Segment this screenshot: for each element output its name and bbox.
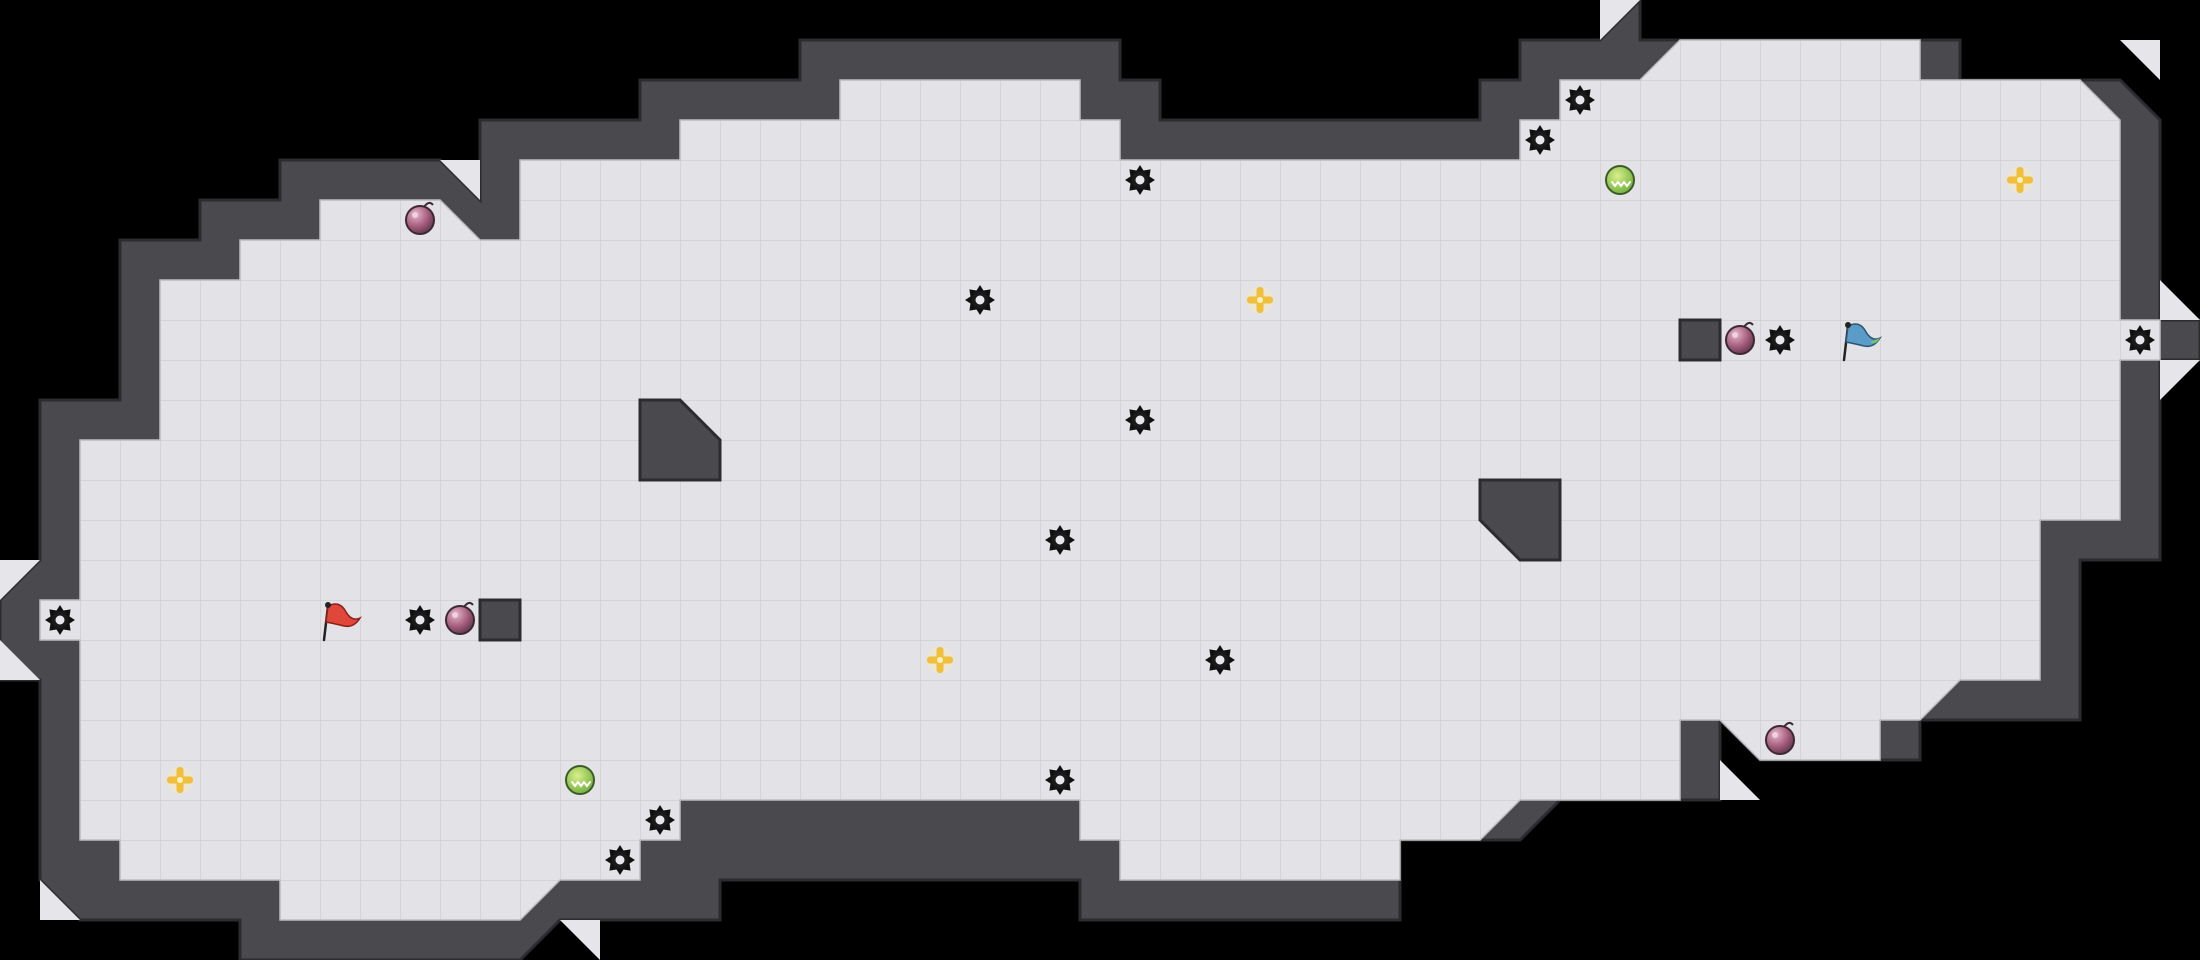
spike-icon	[1765, 325, 1795, 355]
spike-icon	[45, 605, 75, 635]
spike-icon	[965, 285, 995, 315]
powerup-icon[interactable]	[2007, 167, 2033, 193]
spike-icon	[1565, 85, 1595, 115]
spike-icon	[1525, 125, 1555, 155]
boost-pad-icon[interactable]	[565, 765, 595, 795]
powerup-icon[interactable]	[927, 647, 953, 673]
arena-floor[interactable]	[39, 39, 2161, 921]
spike-icon	[1045, 525, 1075, 555]
powerup-icon[interactable]	[1247, 287, 1273, 313]
interior-walls	[478, 318, 1722, 642]
spike-icon	[1125, 405, 1155, 435]
spike-icon	[405, 605, 435, 635]
spike-icon	[645, 805, 675, 835]
spike-icon	[2125, 325, 2155, 355]
boost-pad-icon[interactable]	[1605, 165, 1635, 195]
powerup-icon[interactable]	[167, 767, 193, 793]
spike-icon	[1205, 645, 1235, 675]
spike-icon	[1045, 765, 1075, 795]
spike-icon	[605, 845, 635, 875]
spike-icon	[1125, 165, 1155, 195]
